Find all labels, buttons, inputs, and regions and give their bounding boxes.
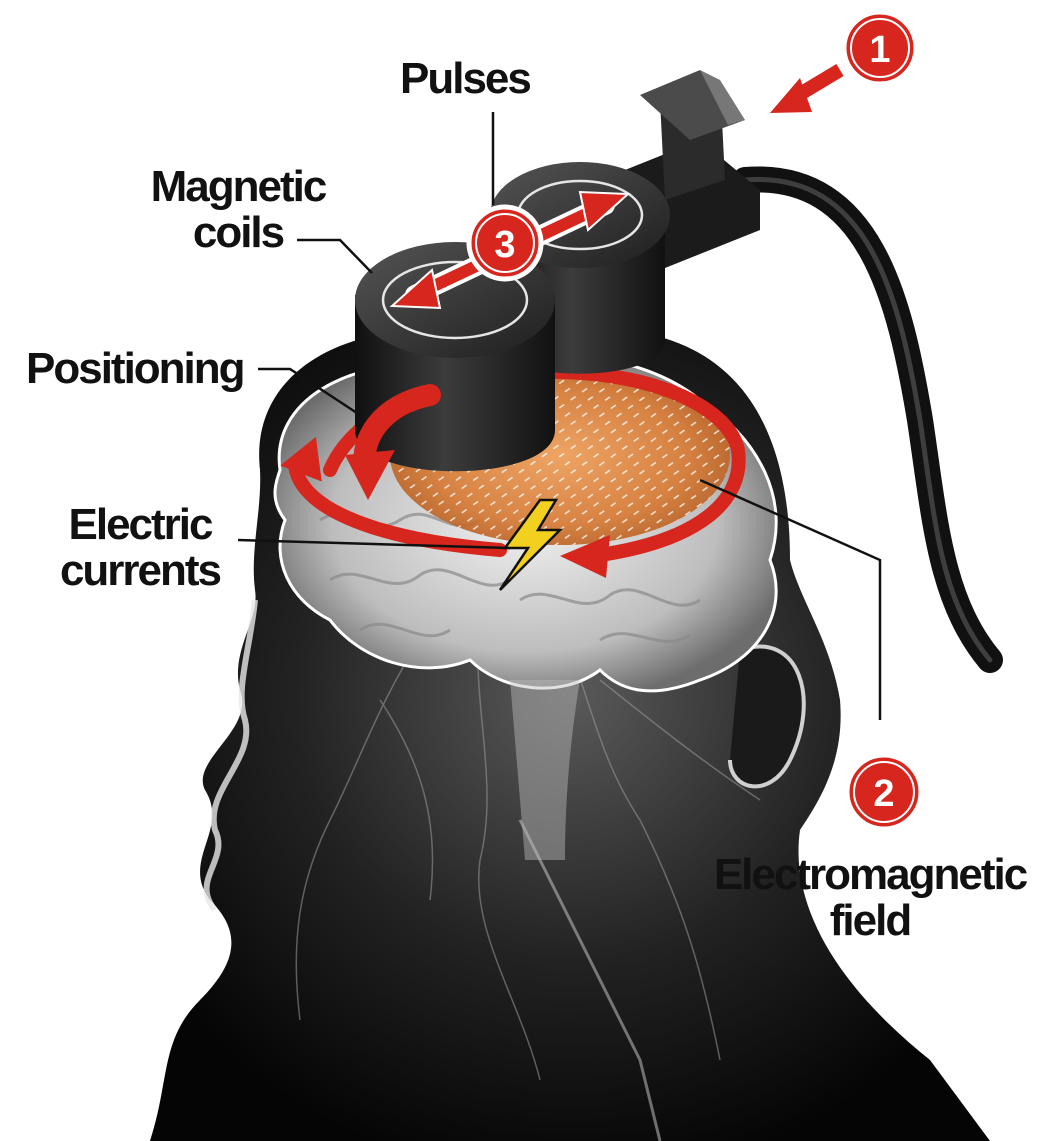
magnetic-coils-line1: Magnetic — [138, 164, 338, 210]
electric-currents-label: Electric currents — [50, 502, 230, 594]
pulses-label: Pulses — [400, 56, 530, 102]
electromagnetic-field-label: Electromagnetic field — [700, 852, 1040, 944]
step1-badge: 1 — [844, 12, 916, 84]
electromagnetic-field-line1: Electromagnetic — [700, 852, 1040, 898]
electric-currents-line2: currents — [50, 548, 230, 594]
step3-number: 3 — [494, 224, 515, 266]
step3-badge: 3 — [469, 207, 541, 279]
magnetic-coils-label: Magnetic coils — [138, 164, 338, 256]
step2-badge: 2 — [847, 755, 921, 829]
electromagnetic-field-line2: field — [700, 898, 1040, 944]
electric-currents-line1: Electric — [50, 502, 230, 548]
step1-number: 1 — [869, 29, 890, 71]
step1-arrow — [770, 70, 840, 113]
step2-number: 2 — [873, 773, 894, 815]
positioning-label: Positioning — [26, 346, 244, 392]
magnetic-coils-line2: coils — [138, 210, 338, 256]
